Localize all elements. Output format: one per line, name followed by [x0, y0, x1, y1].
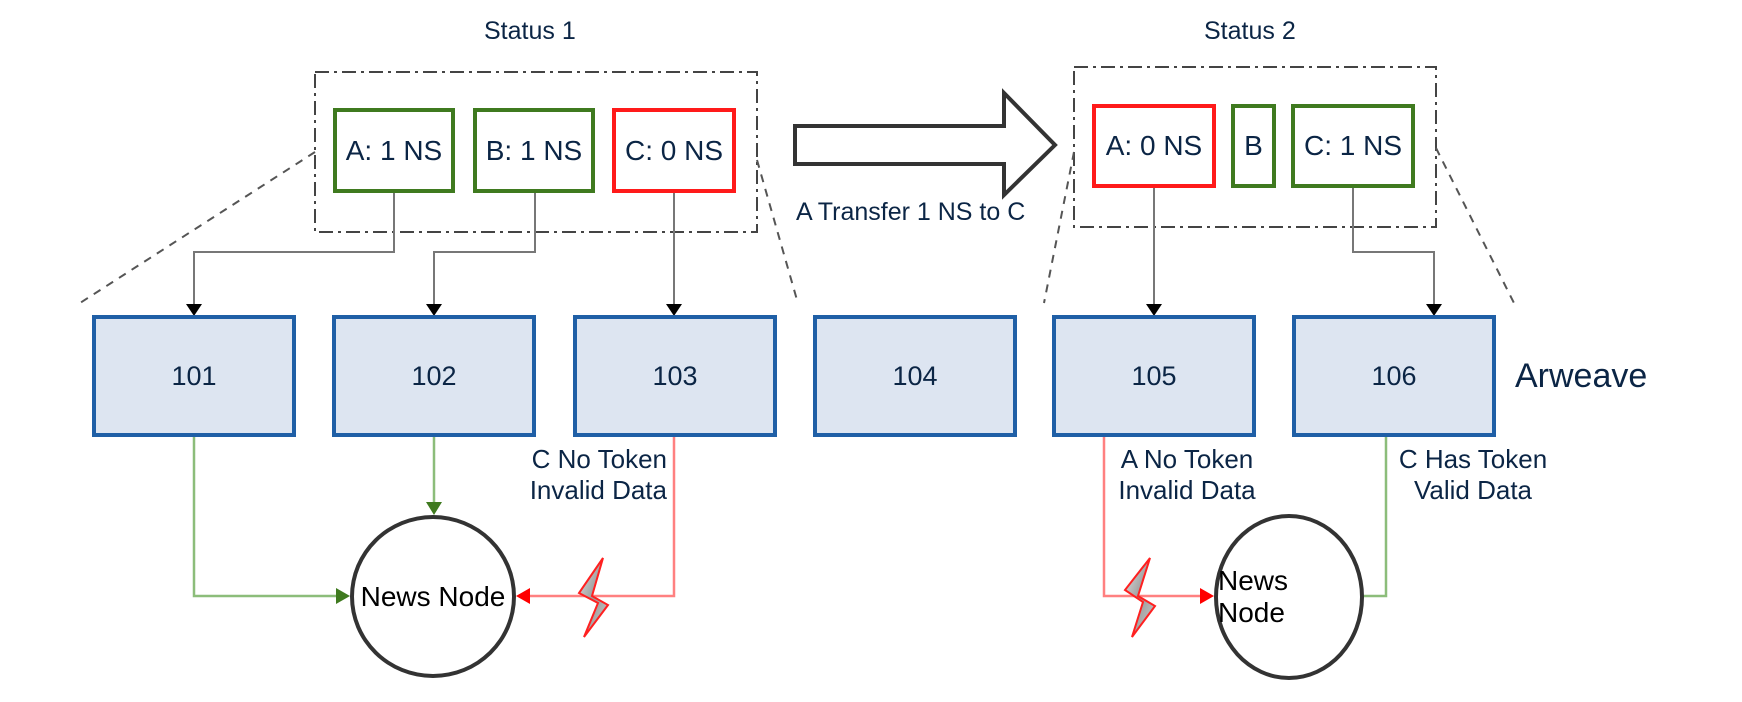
status2-zoom-line-right: [1435, 147, 1516, 306]
c-has-token-line1: C Has Token: [1398, 444, 1548, 474]
c-no-token-note: C No Token Invalid Data: [520, 444, 667, 506]
block-102[interactable]: 102: [332, 315, 536, 437]
status2-title: Status 2: [1204, 17, 1296, 45]
block-103[interactable]: 103: [573, 315, 777, 437]
status1-zoom-line-left: [79, 151, 316, 304]
a-no-token-line2: Invalid Data: [1118, 475, 1256, 505]
valid-link-101: [192, 436, 343, 598]
block-105[interactable]: 105: [1052, 315, 1256, 437]
c-has-token-line2: Valid Data: [1413, 475, 1533, 505]
invalid-link-103: [523, 436, 676, 598]
a-no-token-line1: A No Token: [1120, 444, 1254, 474]
invalid-arrowhead-105: [1200, 588, 1214, 604]
c-no-token-line1: C No Token: [531, 444, 667, 474]
connector-b-102: [433, 192, 536, 306]
status2-account-a[interactable]: A: 0 NS: [1092, 104, 1216, 188]
block-106[interactable]: 106: [1292, 315, 1496, 437]
arrowhead-103: [666, 304, 682, 316]
status1-account-c[interactable]: C: 0 NS: [612, 108, 736, 193]
arrowhead-106: [1426, 304, 1442, 316]
connector-c-106: [1352, 186, 1435, 306]
lightning-bolt-icon: [577, 557, 610, 638]
status1-account-b[interactable]: B: 1 NS: [473, 108, 595, 193]
invalid-arrowhead-103: [516, 588, 530, 604]
status2-account-c[interactable]: C: 1 NS: [1291, 104, 1415, 188]
status1-title: Status 1: [484, 17, 576, 45]
status1-zoom-line-right: [756, 159, 798, 301]
status2-frame: [1073, 66, 1437, 228]
transfer-label: A Transfer 1 NS to C: [796, 198, 1026, 226]
valid-arrowhead-102: [426, 502, 442, 515]
block-101[interactable]: 101: [92, 315, 296, 437]
a-no-token-note: A No Token Invalid Data: [1112, 444, 1262, 506]
status1-account-a[interactable]: A: 1 NS: [333, 108, 455, 193]
transfer-arrow-icon: [793, 88, 1058, 200]
block-104[interactable]: 104: [813, 315, 1017, 437]
invalid-link-105: [1102, 436, 1208, 598]
connector-a-101: [193, 192, 395, 306]
arrowhead-102: [426, 304, 442, 316]
lightning-bolt-icon-2: [1123, 557, 1157, 638]
chain-name-label: Arweave: [1515, 357, 1648, 395]
valid-arrowhead-101: [336, 588, 350, 604]
c-has-token-note: C Has Token Valid Data: [1393, 444, 1553, 506]
news-node-2[interactable]: News Node: [1214, 514, 1364, 680]
c-no-token-line2: Invalid Data: [529, 475, 667, 505]
status2-account-b[interactable]: B: [1231, 104, 1276, 188]
arrowhead-101: [186, 304, 202, 316]
arrowhead-105: [1146, 304, 1162, 316]
status2-zoom-line-left: [1043, 151, 1075, 304]
news-node-1[interactable]: News Node: [350, 515, 516, 678]
